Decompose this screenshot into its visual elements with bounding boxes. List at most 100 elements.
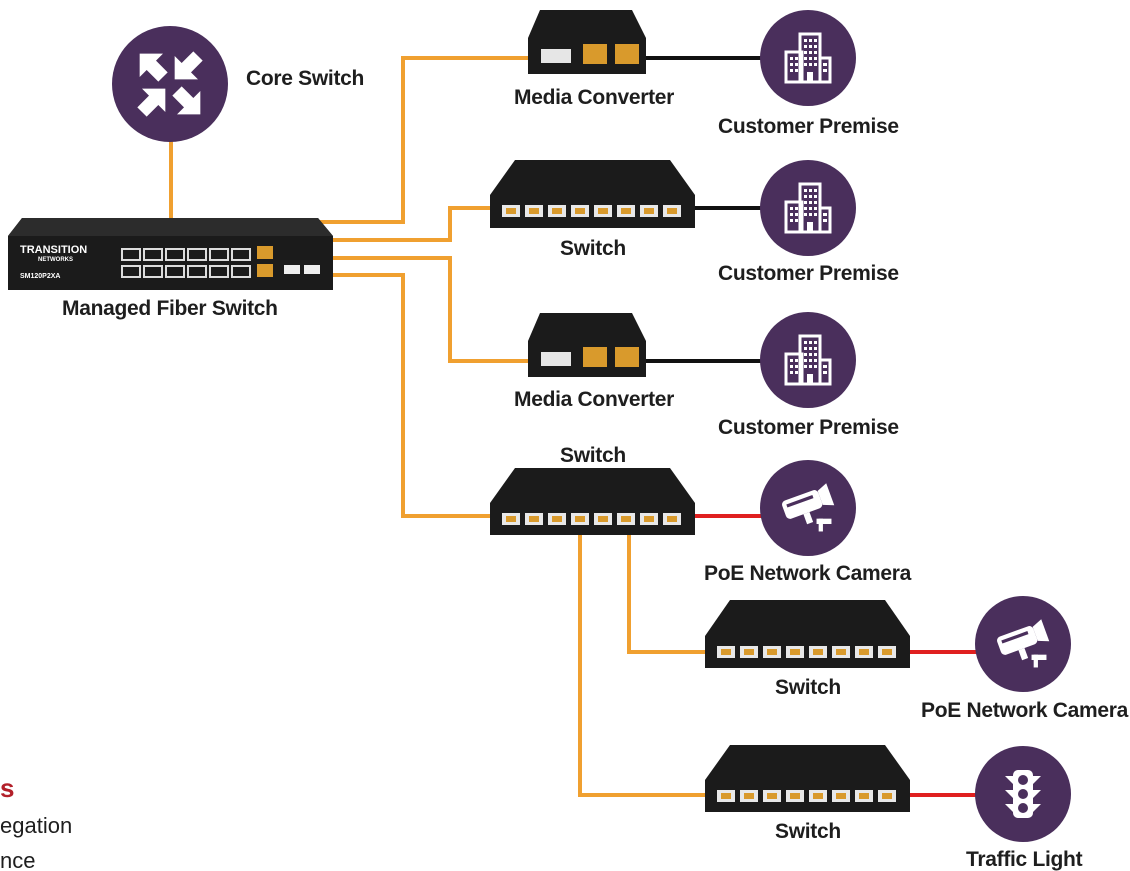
media-converter-1-node: Media Converter (514, 10, 674, 109)
camera-1-label: PoE Network Camera (704, 562, 912, 585)
rj45-port-contacts (644, 208, 654, 214)
media-converter-2-label: Media Converter (514, 388, 674, 411)
sfp-port (143, 248, 163, 261)
sfp-port (304, 265, 320, 274)
rj45-port-contacts (667, 516, 677, 522)
rj45-port-contacts (667, 208, 677, 214)
core-switch-circle (112, 26, 228, 142)
fragment-line2: nce (0, 848, 35, 871)
sfp-port (165, 248, 185, 261)
switch-3-node: Switch (705, 600, 910, 699)
rj45-port-contacts (744, 793, 754, 799)
rj45-port-contacts (552, 516, 562, 522)
model-number: SM120P2XA (20, 273, 60, 280)
switch-3-ports (717, 646, 896, 658)
sfp-port (209, 265, 229, 278)
sfp-port (231, 248, 251, 261)
rj45-port-contacts (721, 793, 731, 799)
link-switch-2-to-switch-3 (627, 532, 705, 654)
rj45-port (615, 347, 639, 367)
traffic-light-label: Traffic Light (966, 848, 1083, 871)
sfp-port (187, 248, 207, 261)
core-switch-node: Core Switch (112, 26, 364, 142)
premise-1-circle (760, 10, 856, 106)
rj45-port-contacts (767, 793, 777, 799)
media-converter-1-body (528, 10, 646, 74)
fragment-line1: egation (0, 813, 72, 838)
rj45-port-contacts (790, 793, 800, 799)
media-converter-2-node: Media Converter (514, 313, 674, 411)
camera-2-label: PoE Network Camera (921, 699, 1129, 722)
customer-premise-3-node: Customer Premise (718, 312, 899, 439)
rj45-port-contacts (836, 793, 846, 799)
rj45-port (583, 44, 607, 64)
rj45-port-contacts (813, 649, 823, 655)
switch-1-node: Switch (490, 160, 695, 260)
rj45-port-contacts (621, 208, 631, 214)
fragment-title: s (0, 773, 14, 803)
rj45-port (257, 246, 273, 259)
rj45-port-contacts (882, 649, 892, 655)
rj45-port (583, 347, 607, 367)
camera-1-node: PoE Network Camera (704, 460, 912, 585)
sfp-port (121, 248, 141, 261)
sfp-port (284, 265, 300, 274)
switch-4-label: Switch (775, 820, 841, 843)
brand-line1: TRANSITION (20, 244, 87, 256)
switch-3-label: Switch (775, 676, 841, 699)
rj45-port-contacts (836, 649, 846, 655)
switch-4-node: Switch (705, 745, 910, 843)
link-switch-2-to-switch-4 (578, 532, 705, 797)
managed-switch-top (8, 218, 333, 236)
link-managed-to-media-converter-2 (330, 256, 530, 363)
link-managed-to-switch-2 (330, 273, 490, 518)
rj45-port-contacts (721, 649, 731, 655)
rj45-port-contacts (506, 208, 516, 214)
customer-premise-2-node: Customer Premise (718, 160, 899, 285)
customer-premise-2-label: Customer Premise (718, 262, 899, 285)
premise-3-circle (760, 312, 856, 408)
switch-1-body (490, 160, 695, 228)
rj45-port-contacts (529, 516, 539, 522)
rj45-port-contacts (767, 649, 777, 655)
switch-1-ports (502, 205, 681, 217)
sfp-port (541, 352, 571, 366)
rj45-port-contacts (644, 516, 654, 522)
sfp-port-grid (121, 248, 251, 278)
rj45-port-contacts (552, 208, 562, 214)
rj45-port (257, 264, 273, 277)
rj45-port-contacts (598, 516, 608, 522)
core-switch-label: Core Switch (246, 67, 364, 90)
rj45-port-contacts (575, 208, 585, 214)
rj45-port-contacts (744, 649, 754, 655)
sfp-port (165, 265, 185, 278)
sfp-port (143, 265, 163, 278)
sfp-port (209, 248, 229, 261)
switch-2-label: Switch (560, 444, 626, 467)
traffic-light-node: Traffic Light (966, 746, 1083, 871)
switch-2-ports (502, 513, 681, 525)
customer-premise-1-node: Customer Premise (718, 10, 899, 138)
rj45-port-contacts (575, 516, 585, 522)
sfp-port (231, 265, 251, 278)
rj45-port (615, 44, 639, 64)
rj45-port-contacts (529, 208, 539, 214)
customer-premise-1-label: Customer Premise (718, 115, 899, 138)
media-converter-2-body (528, 313, 646, 377)
rj45-port-contacts (506, 516, 516, 522)
rj45-port-contacts (859, 793, 869, 799)
sfp-port (541, 49, 571, 63)
link-managed-to-switch-1 (330, 206, 490, 242)
rj45-port-contacts (790, 649, 800, 655)
brand-line2: NETWORKS (38, 257, 73, 263)
managed-fiber-switch-node: TRANSITION NETWORKS SM120P2XA Managed Fi… (8, 218, 333, 320)
media-converter-1-label: Media Converter (514, 86, 674, 109)
managed-switch-label: Managed Fiber Switch (62, 297, 278, 320)
rj45-port-contacts (621, 516, 631, 522)
rj45-port-contacts (813, 793, 823, 799)
sfp-port (187, 265, 207, 278)
link-managed-to-media-converter-1 (318, 56, 530, 224)
switch-1-label: Switch (560, 237, 626, 260)
sfp-port (121, 265, 141, 278)
